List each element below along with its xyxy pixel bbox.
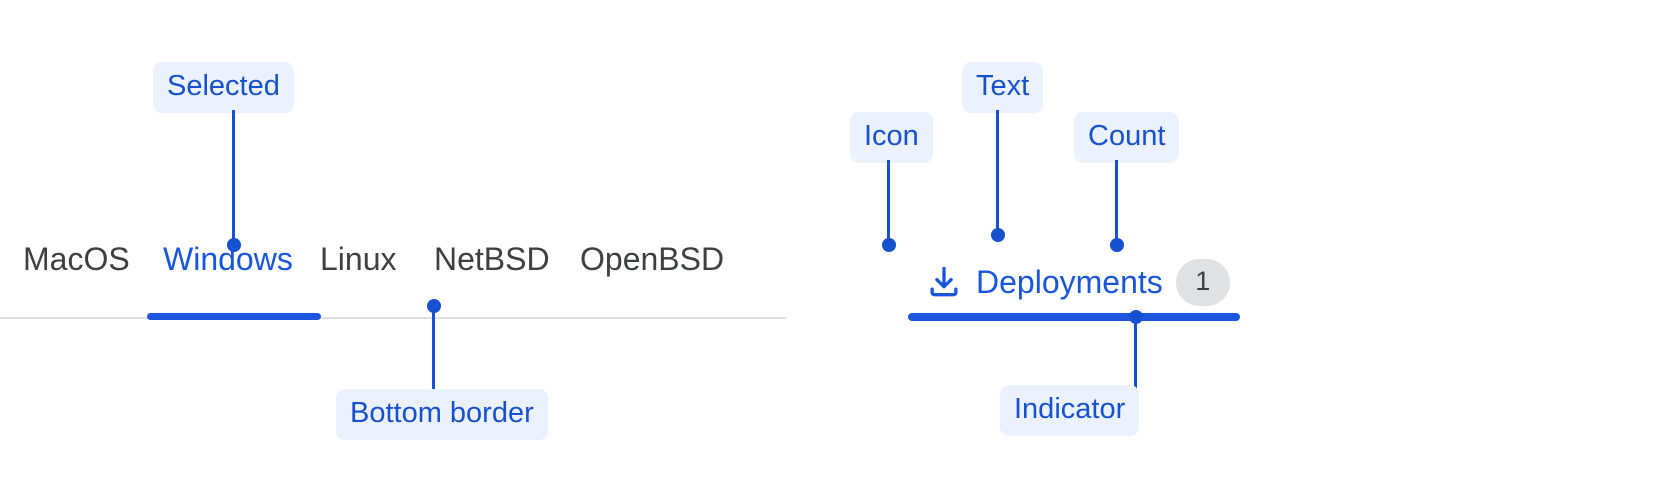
tab-netbsd[interactable]: NetBSD [434,241,550,277]
callout-count: Count [1074,112,1180,163]
tab-windows[interactable]: Windows [163,241,293,277]
tab-openbsd[interactable]: OpenBSD [580,241,725,277]
callout-text: Text [962,62,1044,113]
connector-line-text [996,110,999,230]
tab-macos[interactable]: MacOS [23,241,130,277]
tabstrip-bottom-border [0,317,786,319]
connector-line-indicator [1134,317,1137,420]
callout-selected: Selected [153,62,294,113]
deployments-tab-label: Deployments [976,264,1163,300]
connector-dot-count [1110,238,1124,252]
callout-indicator: Indicator [1000,385,1140,436]
connector-line-count [1115,160,1118,244]
callout-icon: Icon [850,112,933,163]
connector-dot-selected [227,238,241,252]
deployments-tab-indicator [908,313,1240,321]
tab-linux[interactable]: Linux [320,241,397,277]
connector-dot-text [991,228,1005,242]
connector-line-bottom-border [432,306,435,420]
connector-dot-icon [882,238,896,252]
deployments-count-badge: 1 [1175,258,1230,306]
os-tabstrip: MacOS Windows Linux NetBSD OpenBSD [0,243,786,321]
connector-line-icon [887,160,890,244]
download-icon [925,263,963,301]
deployments-tab-content: Deployments 1 [908,258,1230,306]
connector-line-selected [232,110,235,244]
callout-bottom-border: Bottom border [336,389,548,440]
tab-selected-underline [147,313,321,320]
